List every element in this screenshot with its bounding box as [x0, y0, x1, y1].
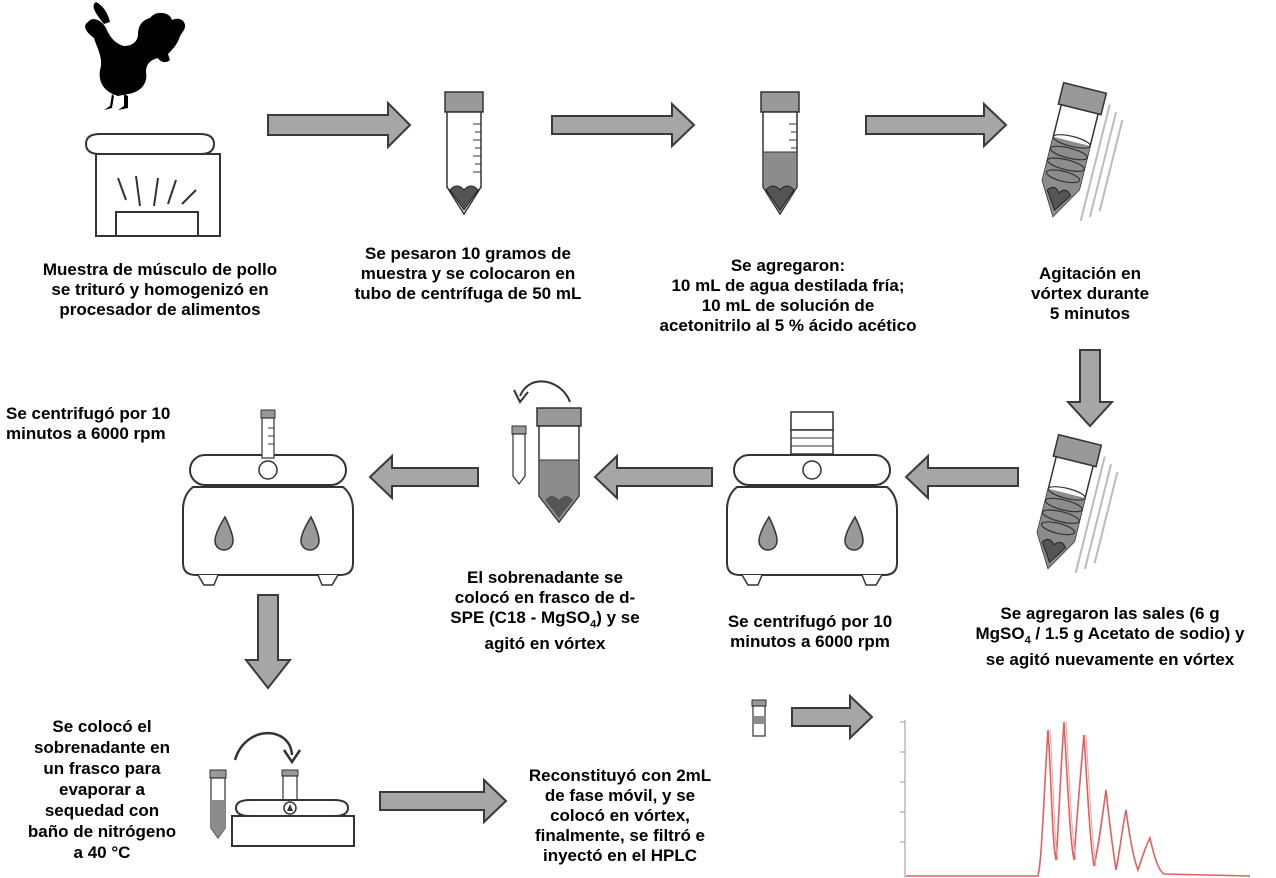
- step7-line: El sobrenadante se: [467, 568, 623, 587]
- step3-line: Se agregaron:: [730, 256, 846, 275]
- step7-caption: El sobrenadante se colocó en frasco de d…: [420, 568, 670, 654]
- step9-line: sequedad con: [44, 801, 160, 820]
- step4-line: 5 minutos: [1049, 304, 1131, 323]
- step6-caption: Se centrifugó por 10 minutos a 6000 rpm: [690, 612, 930, 652]
- step9-line: un frasco para: [43, 759, 161, 778]
- step3-caption: Se agregaron: 10 mL de agua destilada fr…: [638, 256, 938, 336]
- arrow-right-4: [379, 777, 508, 825]
- step5-line: Se agregaron las sales (6 g: [1000, 604, 1220, 623]
- step1-line: Muestra de músculo de pollo: [42, 260, 278, 279]
- chromatogram-icon: [900, 720, 1251, 878]
- centrifuge-icon: [726, 454, 898, 586]
- step7-subscript: 4: [590, 618, 597, 631]
- nitrogen-evaporator-icon: [209, 731, 355, 847]
- step5-text: / 1.5 g Acetato de sodio) y: [1030, 624, 1245, 643]
- step4-caption: Agitación en vórtex durante 5 minutos: [1000, 264, 1180, 324]
- step10-line: finalmente, se filtró e: [534, 826, 706, 845]
- arrow-left-1: [904, 453, 1019, 501]
- centrifuge-tube-icon: [444, 91, 484, 215]
- food-processor-icon: [84, 133, 221, 237]
- step2-caption: Se pesaron 10 gramos de muestra y se col…: [330, 244, 606, 304]
- rooster-icon: [85, 2, 186, 110]
- step5-caption: Se agregaron las sales (6 g MgSO4 / 1.5 …: [950, 604, 1270, 670]
- arrow-left-2: [593, 453, 713, 501]
- step2-line: tubo de centrífuga de 50 mL: [354, 284, 582, 303]
- step5-line: se agitó nuevamente en vórtex: [985, 650, 1235, 670]
- arrow-right-5: [791, 693, 874, 741]
- centrifuge-icon-2: [182, 454, 354, 586]
- tube-on-centrifuge-icon: [790, 411, 834, 455]
- step8-line: minutos a 6000 rpm: [6, 424, 166, 443]
- step1-line: se trituró y homogenizó en: [51, 280, 269, 299]
- step4-line: vórtex durante: [1030, 284, 1150, 303]
- step5-text: MgSO: [975, 624, 1025, 643]
- arrow-right-2: [551, 101, 696, 149]
- step7-text: SPE (C18 - MgSO: [450, 608, 591, 627]
- step7-line: SPE (C18 - MgSO4) y se: [420, 608, 670, 634]
- step10-line: Reconstituyó con 2mL: [528, 766, 712, 785]
- step9-line: Se colocó el: [52, 717, 152, 736]
- arrow-right-1: [267, 100, 412, 150]
- step9-line: sobrenadante en: [33, 738, 171, 757]
- step10-line: inyectó en el HPLC: [543, 846, 697, 865]
- step3-line: 10 mL de agua destilada fría;: [671, 276, 905, 295]
- step6-line: Se centrifugó por 10: [727, 612, 893, 631]
- vortex-icon: [1030, 81, 1129, 228]
- dspe-tube-icon: [536, 407, 582, 524]
- step1-caption: Muestra de músculo de pollo se trituró y…: [10, 260, 310, 320]
- step9-caption: Se colocó el sobrenadante en un frasco p…: [4, 716, 200, 863]
- step9-line: baño de nitrógeno: [27, 822, 177, 841]
- vial-icon: [751, 699, 767, 737]
- step10-caption: Reconstituyó con 2mL de fase móvil, y se…: [500, 766, 740, 866]
- step7-line: colocó en frasco de d-: [454, 588, 636, 607]
- step3-line: 10 mL de solución de: [701, 296, 875, 315]
- step10-line: colocó en vórtex,: [550, 806, 690, 825]
- step7-text: ) y se: [596, 608, 640, 627]
- step2-line: muestra y se colocaron en: [360, 264, 576, 283]
- flow-arrows: [243, 100, 1115, 825]
- arrow-down-2: [243, 594, 293, 690]
- step7-line: agitó en vórtex: [484, 634, 606, 654]
- small-tube-icon: [511, 425, 527, 485]
- arrow-down-1: [1065, 349, 1115, 428]
- step2-line: Se pesaron 10 gramos de: [365, 244, 571, 263]
- step5-subscript: 4: [1024, 634, 1031, 647]
- vortex-icon-2: [1025, 433, 1124, 580]
- step4-line: Agitación en: [1038, 264, 1141, 283]
- step3-line: acetonitrilo al 5 % ácido acético: [659, 316, 917, 335]
- pour-arrow-icon: [513, 380, 571, 404]
- step6-line: minutos a 6000 rpm: [730, 632, 890, 651]
- arrow-left-3: [368, 453, 479, 501]
- step8-line: Se centrifugó por 10: [6, 404, 171, 423]
- arrow-right-3: [865, 101, 1008, 149]
- step8-caption: Se centrifugó por 10 minutos a 6000 rpm: [6, 404, 226, 444]
- step9-line: evaporar a: [59, 780, 145, 799]
- step1-line: procesador de alimentos: [59, 300, 261, 319]
- step5-line: MgSO4 / 1.5 g Acetato de sodio) y: [950, 624, 1270, 650]
- step10-line: de fase móvil, y se: [544, 786, 696, 805]
- centrifuge-tube-with-liquid-icon: [760, 91, 800, 215]
- small-tube-on-centrifuge-icon: [260, 409, 276, 459]
- step9-line: a 40 °C: [73, 843, 131, 862]
